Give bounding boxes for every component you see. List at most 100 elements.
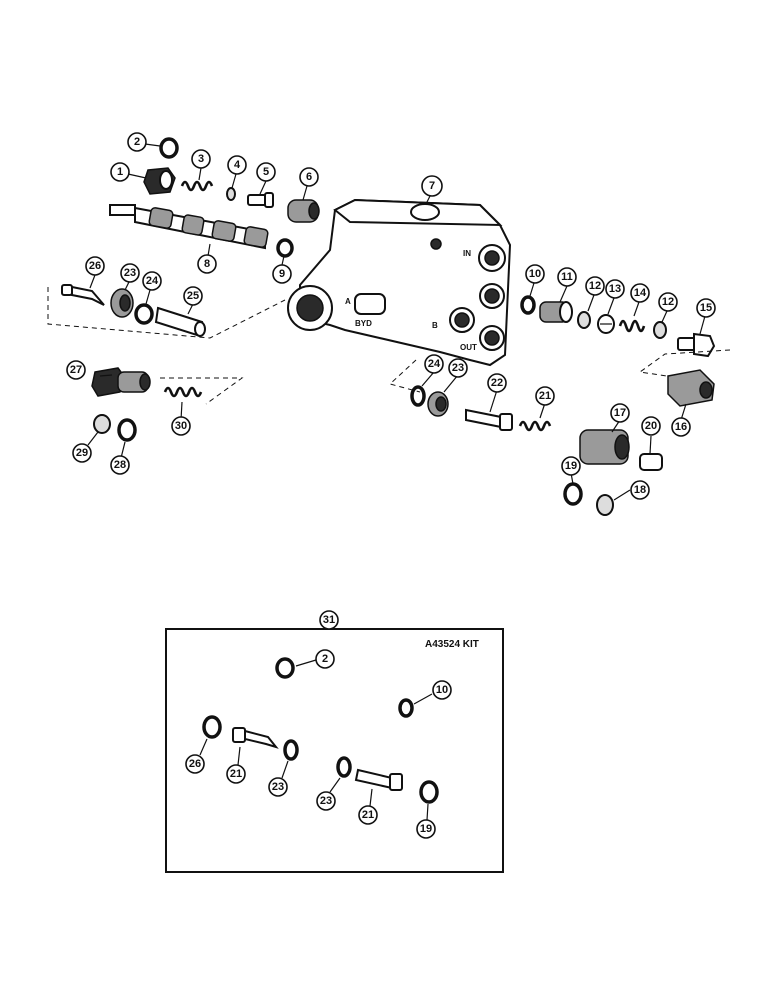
port-label-out: OUT: [460, 343, 477, 352]
callout-28: 28: [110, 455, 130, 475]
callout-29: 29: [72, 443, 92, 463]
washer-12-left: [577, 311, 591, 329]
callout-3: 3: [191, 149, 211, 169]
kit-o-ring-19: [419, 780, 439, 804]
washer-4: [226, 187, 236, 201]
o-ring-9: [276, 238, 294, 258]
svg-text:26: 26: [89, 260, 101, 272]
callout-31: 31: [319, 610, 339, 630]
callout-26: 26: [85, 256, 105, 276]
svg-text:4: 4: [234, 159, 241, 171]
o-ring-28: [117, 418, 137, 442]
callout-10: 10: [525, 264, 545, 284]
callout-8: 8: [197, 254, 217, 274]
svg-text:11: 11: [561, 271, 573, 283]
svg-text:30: 30: [175, 420, 187, 432]
svg-text:21: 21: [230, 768, 242, 780]
callout-6: 6: [299, 167, 319, 187]
kit-callout-10: 10: [432, 680, 452, 700]
callout-21: 21: [535, 386, 555, 406]
svg-text:27: 27: [70, 364, 82, 376]
svg-text:24: 24: [146, 275, 159, 287]
piston-25: [154, 306, 206, 338]
washer-18: [596, 494, 614, 516]
spool-8: [109, 204, 269, 250]
svg-text:19: 19: [565, 460, 577, 472]
callout-23-right: 23: [448, 358, 468, 378]
kit-o-ring-23-right: [336, 756, 352, 778]
svg-text:23: 23: [452, 362, 464, 374]
spring-3: [180, 180, 214, 192]
svg-text:5: 5: [263, 166, 269, 178]
callout-15: 15: [696, 298, 716, 318]
svg-text:13: 13: [609, 283, 621, 295]
washer-29: [93, 414, 111, 434]
kit-callout-2: 2: [315, 649, 335, 669]
assembly-line-left-lower: [160, 377, 244, 405]
relief-valve-27: [91, 367, 151, 397]
poppet-22: [465, 408, 513, 431]
svg-text:23: 23: [124, 267, 136, 279]
svg-text:17: 17: [614, 407, 626, 419]
plug-11: [539, 301, 573, 323]
callout-2: 2: [127, 132, 147, 152]
svg-text:15: 15: [700, 302, 712, 314]
port-label-in: IN: [463, 249, 471, 258]
svg-text:12: 12: [589, 280, 601, 292]
port-label-byd: BYD: [355, 319, 372, 328]
kit-o-ring-23-left: [283, 739, 299, 761]
kit-callout-21-left: 21: [226, 764, 246, 784]
callout-27: 27: [66, 360, 86, 380]
svg-text:12: 12: [662, 296, 674, 308]
kit-frame: [165, 628, 504, 873]
svg-text:23: 23: [272, 781, 284, 793]
svg-text:19: 19: [420, 823, 432, 835]
kit-callout-21-right: 21: [358, 805, 378, 825]
svg-text:26: 26: [189, 758, 201, 770]
kit-poppet-21-left: [232, 727, 279, 749]
poppet-13: [597, 314, 615, 334]
kit-panel: 31 A43524 KIT 2 10 26 21 23 23 21 19: [165, 610, 504, 873]
kit-callout-23-left: 23: [268, 777, 288, 797]
callouts: 2 1 3 4 5 6 7 8 9 26 23 24 25 10 11 12 1…: [66, 132, 716, 500]
kit-callout-23-right: 23: [316, 791, 336, 811]
callout-12-right: 12: [658, 292, 678, 312]
svg-text:24: 24: [428, 358, 441, 370]
o-ring-2: [159, 137, 179, 159]
kit-o-ring-10: [398, 698, 414, 718]
svg-text:2: 2: [134, 136, 140, 148]
callout-24: 24: [142, 271, 162, 291]
kit-o-ring-26: [202, 715, 222, 739]
spring-30: [163, 386, 203, 398]
pin-5: [247, 192, 274, 208]
svg-text:18: 18: [634, 484, 646, 496]
svg-text:21: 21: [362, 809, 374, 821]
plug-15: [677, 332, 716, 358]
cap-20: [639, 453, 663, 471]
callout-22: 22: [487, 373, 507, 393]
seat-23-right: [427, 391, 449, 417]
callout-20: 20: [641, 416, 661, 436]
kit-callout-19: 19: [416, 819, 436, 839]
kit-o-ring-2: [275, 657, 295, 679]
poppet-26: [61, 284, 105, 306]
leader-lines: [87, 143, 706, 501]
spring-14: [618, 319, 646, 333]
svg-text:6: 6: [306, 171, 312, 183]
callout-25: 25: [183, 286, 203, 306]
callout-30: 30: [171, 416, 191, 436]
callout-7: 7: [421, 175, 443, 197]
port-label-b: B: [432, 321, 438, 330]
spring-21: [518, 420, 552, 432]
svg-text:9: 9: [279, 268, 285, 280]
plug-1: [143, 167, 176, 195]
callout-4: 4: [227, 155, 247, 175]
svg-text:2: 2: [322, 653, 328, 665]
svg-text:23: 23: [320, 795, 332, 807]
callout-1: 1: [110, 162, 130, 182]
callout-19: 19: [561, 456, 581, 476]
svg-text:10: 10: [529, 268, 541, 280]
svg-text:31: 31: [323, 614, 335, 626]
svg-text:21: 21: [539, 390, 551, 402]
